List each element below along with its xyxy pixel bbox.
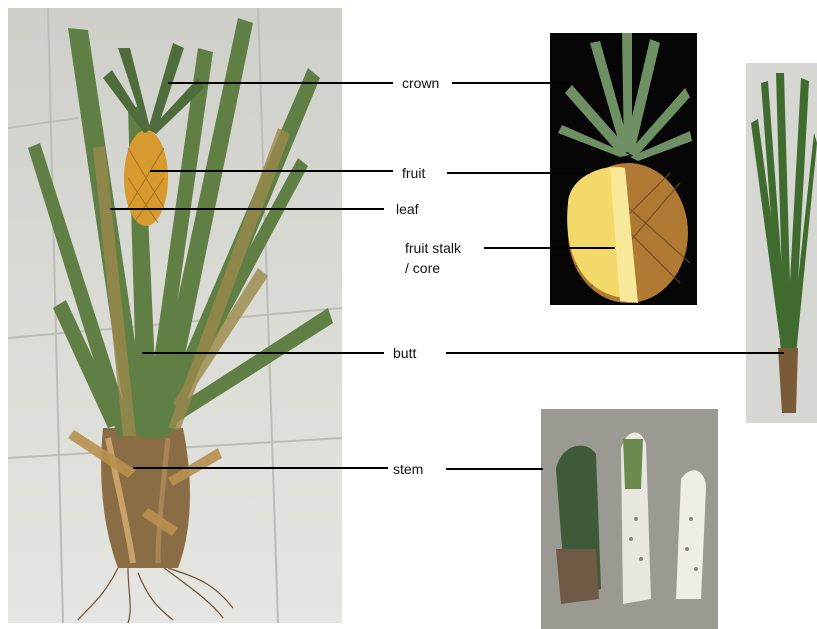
label-butt: butt — [393, 344, 416, 362]
label-fruit-stalk: fruit stalk — [405, 239, 461, 257]
label-core: / core — [405, 259, 440, 277]
label-stem: stem — [393, 460, 423, 478]
label-crown: crown — [402, 74, 439, 92]
label-leaf: leaf — [396, 200, 419, 218]
label-fruit: fruit — [402, 164, 425, 182]
